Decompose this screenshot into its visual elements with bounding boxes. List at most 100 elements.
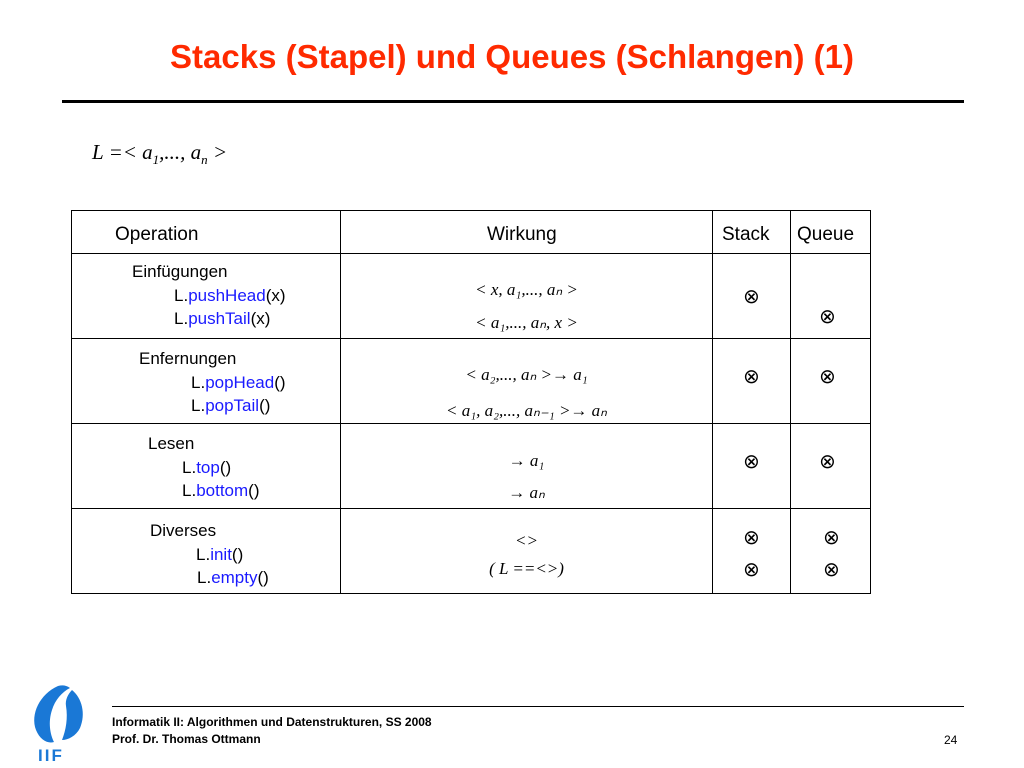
op-method-name: init: [210, 545, 232, 564]
op-args: (): [231, 545, 244, 564]
effect-pushhead: < x, a₁,..., aₙ >: [475, 280, 578, 299]
otimes-icon: ⊗: [823, 525, 840, 549]
queue-cell: ⊗ ⊗: [790, 508, 871, 594]
queue-cell: ⊗: [790, 423, 871, 509]
op-prefix: L.: [196, 545, 211, 564]
op-args: (): [248, 481, 260, 500]
otimes-icon: ⊗: [823, 557, 840, 581]
category-label: Diverses: [150, 521, 217, 540]
op-prefix: L.: [182, 481, 197, 500]
effect-cell: <> ( L ==<>): [340, 508, 713, 594]
op-pophead: L.popHead(): [191, 373, 286, 393]
effect-bottom: → aₙ: [508, 483, 545, 502]
footer-course: Informatik II: Algorithmen und Datenstru…: [112, 715, 432, 729]
header-operation: Operation: [115, 224, 199, 245]
queue-cell: ⊗: [790, 338, 871, 424]
op-top: L.top(): [182, 458, 231, 478]
op-prefix: L.: [191, 396, 206, 415]
op-pushtail: L.pushTail(x): [174, 309, 270, 329]
operations-table: Operation Wirkung Stack Queue Einfügunge…: [71, 210, 871, 594]
effect-pushtail: < a₁,..., aₙ, x >: [475, 313, 578, 332]
slide-title: Stacks (Stapel) und Queues (Schlangen) (…: [170, 38, 854, 75]
op-args: (x): [250, 309, 271, 328]
stack-cell: ⊗: [712, 253, 791, 339]
otimes-icon: ⊗: [819, 304, 836, 328]
op-pushhead: L.pushHead(x): [174, 286, 286, 306]
otimes-icon: ⊗: [743, 284, 760, 308]
otimes-icon: ⊗: [743, 525, 760, 549]
formula-an: a: [190, 140, 202, 164]
header-wirkung: Wirkung: [487, 224, 557, 245]
op-method-name: popTail: [205, 396, 260, 415]
table-row-removals: Enfernungen L.popHead() L.popTail() < a₂…: [71, 338, 871, 424]
stack-cell: ⊗ ⊗: [712, 508, 791, 594]
iif-logo: IIF: [34, 685, 83, 764]
formula-a1: a: [142, 140, 153, 164]
svg-text:IIF: IIF: [38, 746, 64, 764]
table-header-row: Operation Wirkung Stack Queue: [71, 210, 871, 254]
operation-cell: Lesen L.top() L.bottom(): [71, 423, 341, 509]
op-args: (): [257, 568, 269, 587]
effect-poptail: < a₁, a₂,..., aₙ₋₁ >→ aₙ: [446, 401, 607, 420]
header-operation-cell: Operation: [71, 210, 341, 254]
op-prefix: L.: [197, 568, 212, 587]
header-queue-cell: Queue: [790, 210, 871, 254]
op-bottom: L.bottom(): [182, 481, 260, 501]
otimes-icon: ⊗: [743, 557, 760, 581]
effect-cell: < a₂,..., aₙ >→ a₁ < a₁, a₂,..., aₙ₋₁ >→…: [340, 338, 713, 424]
stack-cell: ⊗: [712, 423, 791, 509]
title-rule: [62, 100, 964, 103]
effect-empty: ( L ==<>): [489, 559, 564, 578]
table-row-misc: Diverses L.init() L.empty() <> ( L ==<>)…: [71, 508, 871, 594]
effect-pophead: < a₂,..., aₙ >→ a₁: [465, 365, 588, 384]
otimes-icon: ⊗: [819, 449, 836, 473]
effect-top: → a₁: [508, 451, 545, 470]
effect-cell: < x, a₁,..., aₙ > < a₁,..., aₙ, x >: [340, 253, 713, 339]
op-empty: L.empty(): [197, 568, 269, 588]
header-queue: Queue: [797, 224, 855, 245]
op-poptail: L.popTail(): [191, 396, 270, 416]
queue-cell: ⊗: [790, 253, 871, 339]
op-args: (): [259, 396, 271, 415]
footer-rule: [112, 706, 964, 707]
table-row-reading: Lesen L.top() L.bottom() → a₁ → aₙ ⊗ ⊗: [71, 423, 871, 509]
list-definition-formula: L =< a1,..., an >: [92, 140, 227, 168]
stack-cell: ⊗: [712, 338, 791, 424]
operation-cell: Einfügungen L.pushHead(x) L.pushTail(x): [71, 253, 341, 339]
category-label: Enfernungen: [139, 349, 237, 368]
otimes-icon: ⊗: [743, 364, 760, 388]
footer-author: Prof. Dr. Thomas Ottmann: [112, 732, 261, 746]
operation-cell: Enfernungen L.popHead() L.popTail(): [71, 338, 341, 424]
otimes-icon: ⊗: [819, 364, 836, 388]
operation-cell: Diverses L.init() L.empty(): [71, 508, 341, 594]
op-prefix: L.: [182, 458, 197, 477]
formula-close: >: [212, 140, 228, 164]
header-wirkung-cell: Wirkung: [340, 210, 713, 254]
page-number: 24: [944, 733, 958, 747]
op-method-name: empty: [211, 568, 258, 587]
formula-dots: ,...,: [159, 140, 191, 164]
header-stack-cell: Stack: [712, 210, 791, 254]
table-row-insertions: Einfügungen L.pushHead(x) L.pushTail(x) …: [71, 253, 871, 339]
formula-L: L: [92, 140, 104, 164]
otimes-icon: ⊗: [743, 449, 760, 473]
op-method-name: pushTail: [188, 309, 251, 328]
formula-sub1: 1: [152, 152, 160, 168]
op-method-name: bottom: [196, 481, 249, 500]
op-method-name: pushHead: [188, 286, 266, 305]
header-stack: Stack: [722, 224, 770, 245]
effect-init: <>: [515, 531, 538, 550]
op-method-name: popHead: [205, 373, 275, 392]
formula-eq: =<: [108, 140, 137, 164]
effect-cell: → a₁ → aₙ: [340, 423, 713, 509]
op-method-name: top: [196, 458, 220, 477]
op-prefix: L.: [174, 286, 189, 305]
op-prefix: L.: [191, 373, 206, 392]
op-args: (x): [265, 286, 286, 305]
formula-subn: n: [201, 152, 208, 168]
category-label: Lesen: [148, 434, 195, 453]
op-init: L.init(): [196, 545, 243, 565]
op-args: (): [274, 373, 286, 392]
op-prefix: L.: [174, 309, 189, 328]
category-label: Einfügungen: [132, 262, 228, 281]
